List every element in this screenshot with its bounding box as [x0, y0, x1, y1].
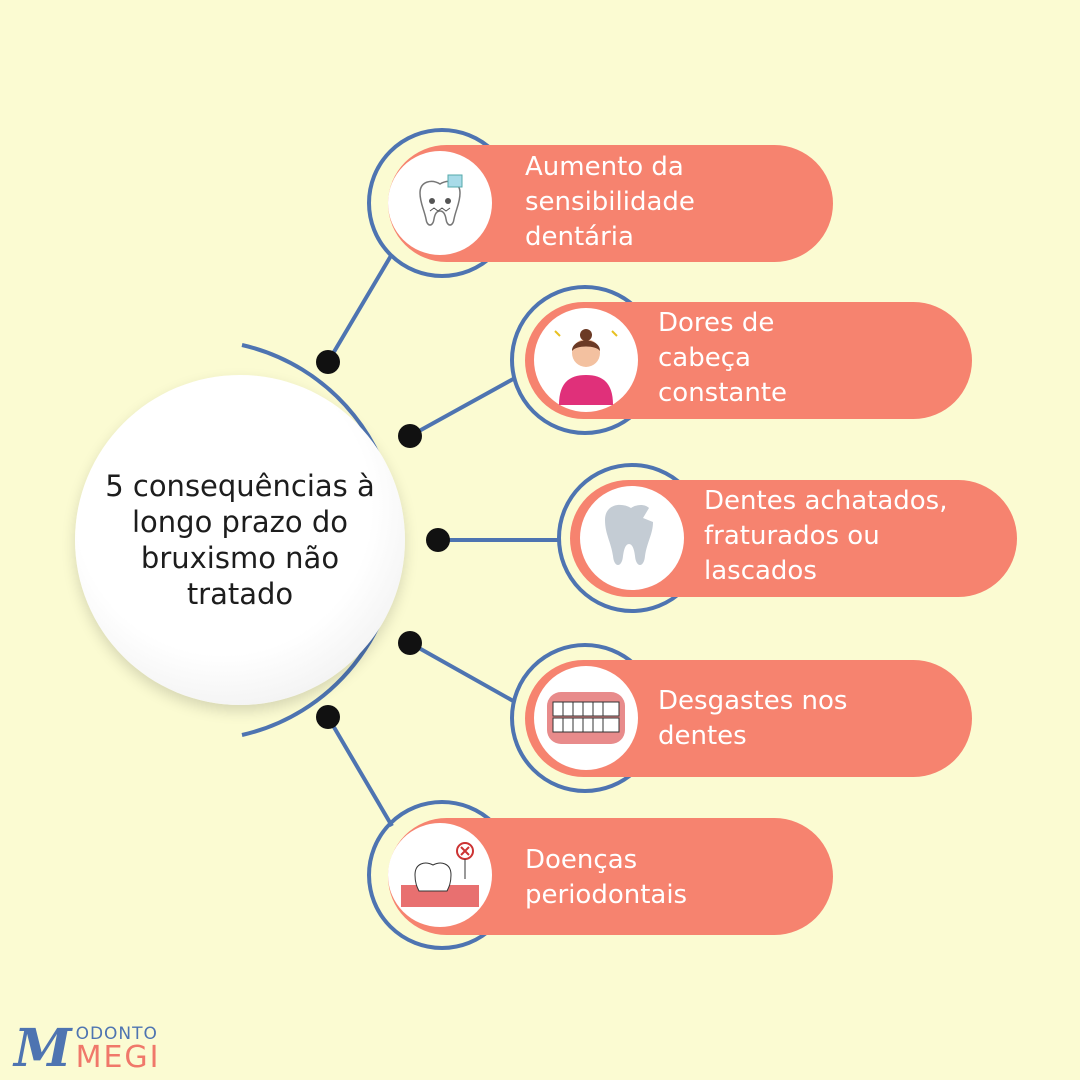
- connector-line: [409, 641, 516, 704]
- headache-woman-icon: [534, 308, 638, 412]
- connector-dot: [398, 424, 422, 448]
- connector-dot: [316, 350, 340, 374]
- connector-line: [409, 376, 516, 438]
- connector-dot: [316, 705, 340, 729]
- fractured-tooth-icon: [580, 486, 684, 590]
- item-2-label: Dores de cabeça constante: [658, 308, 788, 408]
- item-4-label: Desgastes nos dentes: [658, 686, 848, 751]
- logo-line-1: ODONTO: [75, 1023, 158, 1044]
- connector-dot: [398, 631, 422, 655]
- item-1-label: Aumento da sensibilidade dentária: [525, 152, 695, 252]
- gum-disease-icon: [388, 823, 492, 927]
- item-5-label: Doenças periodontais: [525, 845, 688, 910]
- connector-line: [326, 252, 394, 364]
- connector-dot: [426, 528, 450, 552]
- logo-line-2: MEGI: [75, 1039, 161, 1075]
- teeth-grinding-icon: [534, 666, 638, 770]
- logo-tooth-icon: M: [14, 1018, 72, 1079]
- center-circle: 5 consequências à longo prazo do bruxism…: [75, 375, 405, 705]
- brand-logo: M ODONTO MEGI: [14, 1018, 161, 1079]
- item-3-label: Dentes achatados, fraturados ou lascados: [704, 486, 948, 586]
- connector-line: [326, 715, 394, 828]
- sensitive-tooth-icon: [388, 151, 492, 255]
- center-title: 5 consequências à longo prazo do bruxism…: [105, 469, 375, 611]
